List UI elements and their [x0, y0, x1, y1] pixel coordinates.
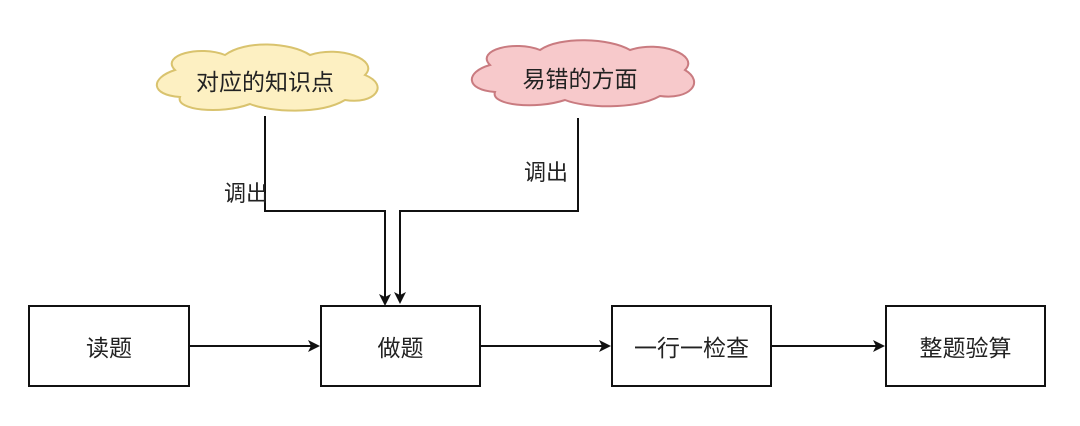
cloud-mistakes-shape [470, 39, 696, 108]
edge-label-knowledge: 调出 [224, 182, 269, 207]
cloud-mistakes-label: 易错的方面 [522, 67, 638, 93]
step-solve: 做题 [320, 305, 481, 387]
edge-mistakes-to-solve [394, 118, 579, 304]
step-line-check: 一行一检查 [611, 305, 772, 387]
edge-label-mistakes: 调出 [524, 161, 569, 186]
cloud-knowledge-label: 对应的知识点 [196, 70, 334, 96]
step-read: 读题 [28, 305, 190, 387]
cloud-knowledge-shape [155, 43, 379, 112]
step-verify: 整题验算 [885, 305, 1046, 387]
edge-knowledge-to-solve [264, 116, 391, 306]
